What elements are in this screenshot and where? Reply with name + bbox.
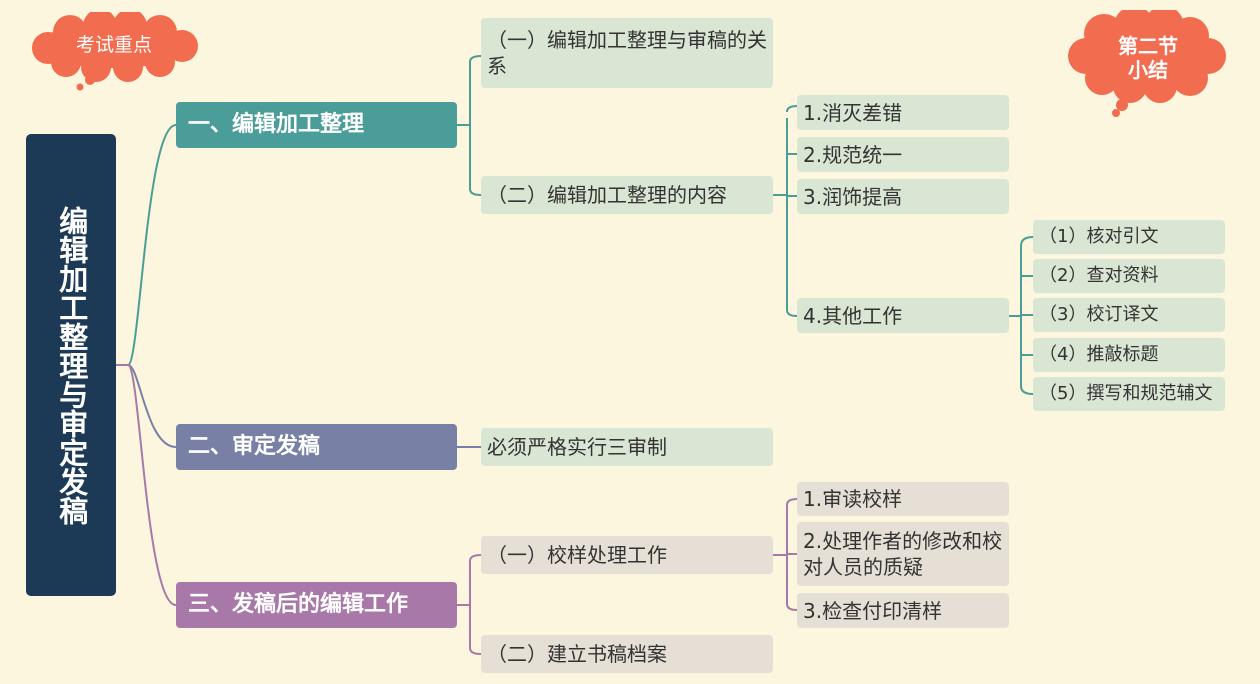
node-processing-content[interactable]: （二）编辑加工整理的内容 [481, 176, 773, 214]
node-handle-revisions[interactable]: 2.处理作者的修改和校对人员的质疑 [797, 522, 1009, 586]
cloud-left-shape [32, 12, 198, 91]
node-relation-with-review[interactable]: （一）编辑加工整理与审稿的关系 [481, 18, 773, 88]
cloud-right-shape [1068, 10, 1226, 117]
node-manuscript-archive[interactable]: （二）建立书稿档案 [481, 635, 773, 673]
link-root-b3 [116, 364, 177, 606]
link-b3-n5 [457, 604, 482, 655]
cloud-right-label: 第二节小结 [1068, 18, 1228, 98]
link-b1-n2 [457, 124, 482, 196]
node-proof-handling[interactable]: （一）校样处理工作 [481, 536, 773, 574]
node-check-final-proof[interactable]: 3.检查付印清样 [797, 593, 1009, 628]
node-eliminate-errors[interactable]: 1.消灭差错 [797, 95, 1009, 130]
branch-approve-release[interactable]: 二、审定发稿 [176, 424, 457, 470]
node-standardize[interactable]: 2.规范统一 [797, 137, 1009, 172]
link-b3-n4 [457, 554, 482, 606]
cloud-left-label: 考试重点 [75, 34, 152, 56]
node-check-materials[interactable]: （2）查对资料 [1033, 259, 1225, 293]
node-polish-improve[interactable]: 3.润饰提高 [797, 179, 1009, 214]
cloud-right-line2: 小结 [1128, 58, 1168, 82]
node-write-auxiliary-text[interactable]: （5）撰写和规范辅文 [1033, 377, 1225, 411]
link-root-b2 [116, 364, 177, 448]
link-b1-n1 [457, 55, 482, 126]
node-read-proofs[interactable]: 1.审读校样 [797, 482, 1009, 516]
link-root-b1 [116, 124, 177, 366]
node-other-work[interactable]: 4.其他工作 [797, 298, 1009, 333]
root-node[interactable]: 编辑加工整理与审定发稿 [26, 134, 116, 596]
node-three-review-system[interactable]: 必须严格实行三审制 [481, 428, 773, 466]
branch-post-release-work[interactable]: 三、发稿后的编辑工作 [176, 582, 457, 628]
branch-edit-processing[interactable]: 一、编辑加工整理 [176, 102, 457, 148]
node-check-citations[interactable]: （1）核对引文 [1033, 220, 1225, 254]
node-refine-titles[interactable]: （4）推敲标题 [1033, 338, 1225, 372]
cloud-right-line1: 第二节 [1118, 34, 1178, 58]
node-revise-translation[interactable]: （3）校订译文 [1033, 298, 1225, 332]
